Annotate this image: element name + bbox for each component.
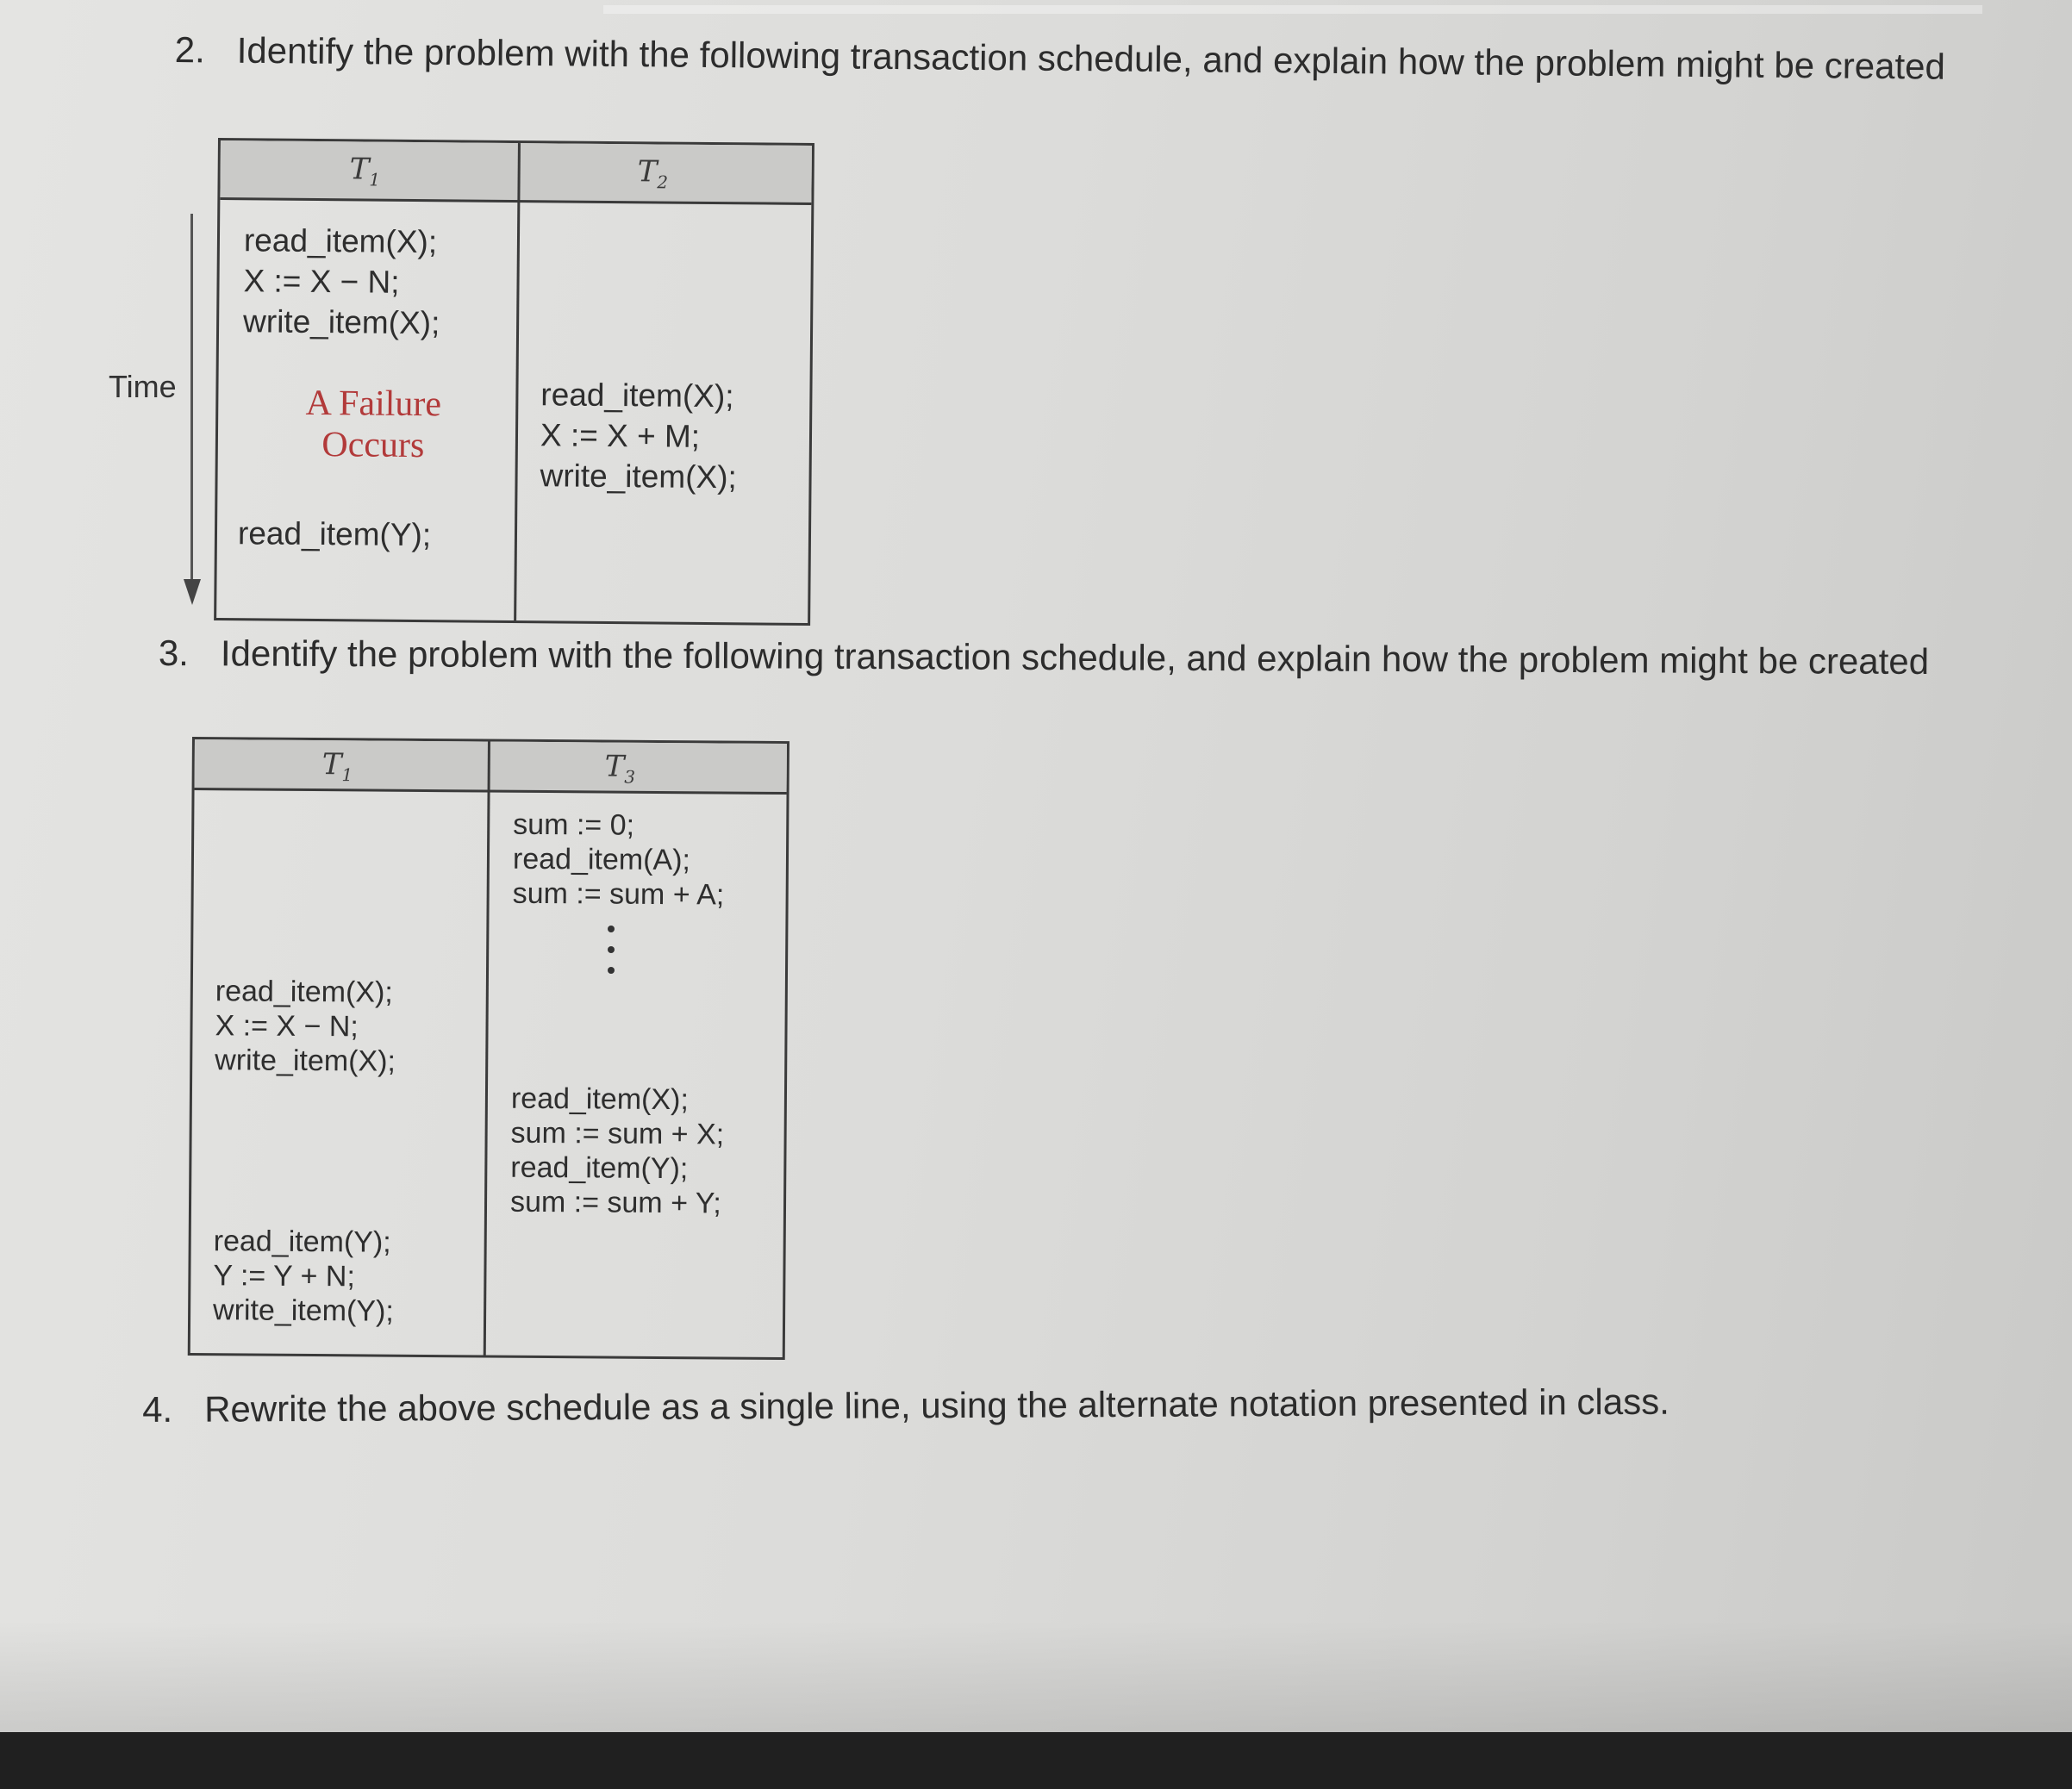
t1-ops-block-2: read_item(Y); [237, 515, 432, 553]
question-number: 2. [174, 29, 206, 71]
ellipsis-icon [608, 926, 616, 988]
time-arrow-head-icon [184, 579, 201, 605]
screen-bezel-shadow [0, 1620, 2072, 1732]
question-text: Identify the problem with the following … [236, 29, 1946, 87]
question-2: 2. Identify the problem with the followin… [175, 29, 1946, 88]
header-t2: T2 [637, 154, 669, 193]
question-number: 4. [142, 1388, 173, 1430]
question-number: 3. [158, 633, 190, 674]
table-header [194, 739, 787, 795]
question-text: Rewrite the above schedule as a single l… [203, 1381, 1669, 1430]
schedule-1-table: T1 T2 read_item(X); X := X − N; write_it… [214, 138, 814, 626]
time-axis-label: Time [109, 369, 177, 404]
schedule-2-table: T1 T3 sum := 0; read_item(A); sum := sum… [187, 737, 789, 1361]
failure-note: A Failure Occurs [305, 383, 442, 466]
t3-ops-block-1: sum := 0; read_item(A); sum := sum + A; [512, 807, 725, 912]
t1-ops-block-2: read_item(Y); Y := Y + N; write_item(Y); [212, 1225, 394, 1328]
t2-ops-block-1: read_item(X); X := X + M; write_item(X); [540, 377, 737, 496]
table-header [220, 140, 812, 206]
question-4: 4. Rewrite the above schedule as a single… [142, 1381, 1669, 1431]
question-3: 3. Identify the problem with the followin… [159, 633, 1929, 683]
header-t3: T3 [604, 749, 636, 788]
page-edge-highlight [603, 5, 1982, 14]
column-divider [514, 143, 521, 621]
column-divider [483, 741, 490, 1356]
time-arrow [190, 214, 193, 584]
t1-ops-block-1: read_item(X); X := X − N; write_item(X); [215, 975, 396, 1078]
screen-bezel [0, 1732, 2072, 1789]
header-t1: T1 [349, 152, 381, 190]
t3-ops-block-2: read_item(X); sum := sum + X; read_item(… [509, 1082, 725, 1220]
question-text: Identify the problem with the following … [220, 633, 1930, 683]
header-t1: T1 [321, 747, 353, 786]
t1-ops-block-1: read_item(X); X := X − N; write_item(X); [242, 222, 440, 341]
